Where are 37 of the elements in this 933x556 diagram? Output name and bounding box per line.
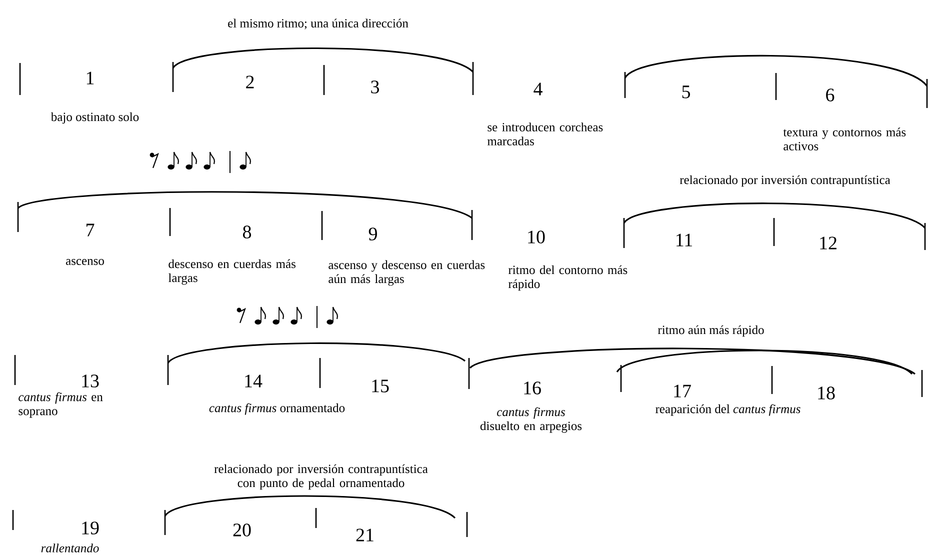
- annotation-text: ascenso y descenso en cuerdas aún más largas: [328, 260, 485, 286]
- measure-number: 13: [82, 374, 99, 388]
- measure-number: 20: [233, 524, 251, 536]
- annotation-text: se introducen corcheas marcadas: [487, 122, 603, 146]
- measure-number: 1: [86, 72, 94, 84]
- measure-number: 15: [372, 380, 389, 392]
- measure-number: 4: [534, 82, 542, 96]
- annotation-text: cantus firmus en soprano: [18, 392, 103, 418]
- measure-number: 9: [368, 228, 377, 240]
- measure-number: 2: [246, 76, 254, 88]
- measure-number: 12: [820, 236, 836, 250]
- measure-number: 6: [826, 88, 834, 102]
- annotation-text: reaparición del cantus firmus: [656, 404, 800, 416]
- measure-number: 21: [356, 528, 374, 542]
- annotation-text: ritmo del contorno más rápido: [508, 265, 628, 291]
- measure-number: 11: [676, 234, 692, 246]
- annotation-text: cantus firmus disuelto en arpegios: [480, 407, 582, 433]
- measure-number: 3: [371, 80, 379, 94]
- annotation-text: bajo ostinato solo: [50, 112, 139, 124]
- annotation-text: textura y contornos más activos: [783, 128, 906, 150]
- measure-number: 10: [528, 230, 545, 244]
- measure-number: 16: [524, 382, 541, 394]
- measure-number: 19: [82, 522, 99, 534]
- measure-number: 8: [242, 226, 252, 238]
- measure-number: 18: [818, 386, 835, 400]
- annotation-text: descenso en cuerdas más largas: [168, 259, 296, 285]
- bracket-label: el mismo ritmo; una única dirección: [228, 18, 408, 30]
- annotation-text: cantus firmus ornamentado: [209, 403, 345, 415]
- measure-number: 5: [682, 86, 690, 98]
- annotation-text: ascenso: [66, 258, 104, 265]
- bracket-label: ritmo aún más rápido: [658, 325, 764, 337]
- bracket-label: relacionado por inversión contrapuntística con punto de pedal ornamentado: [214, 464, 428, 490]
- bracket-label: relacionado por inversión contrapuntística: [680, 175, 890, 187]
- measure-number: 14: [245, 374, 262, 388]
- measure-number: 7: [86, 224, 94, 236]
- measure-number: 17: [674, 384, 691, 398]
- annotation-text: rallentando: [41, 544, 99, 552]
